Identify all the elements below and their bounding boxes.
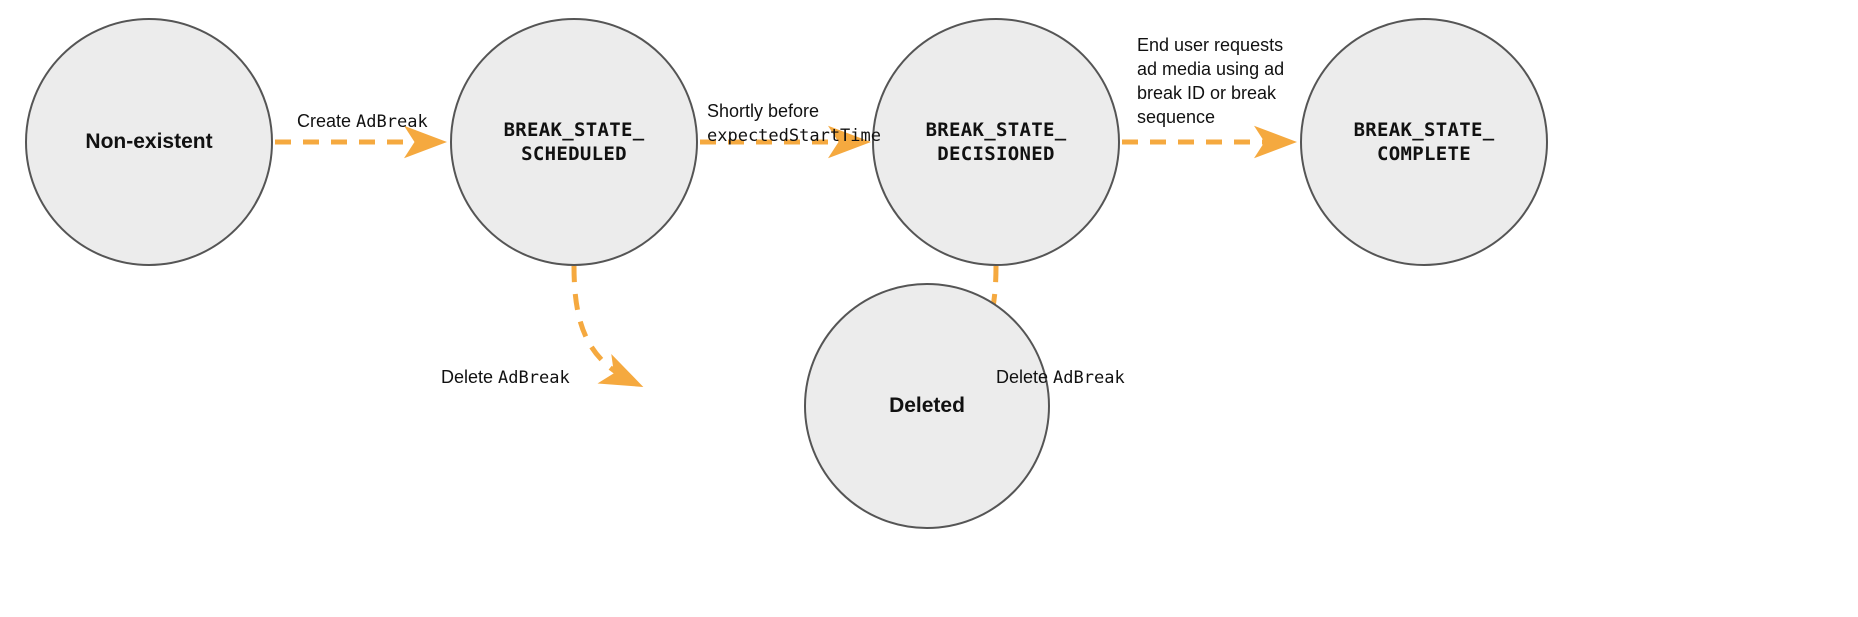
state-node-break-state-decisioned[interactable]: BREAK_STATE_ DECISIONED	[872, 18, 1120, 266]
state-label-break-state-decisioned: BREAK_STATE_ DECISIONED	[925, 118, 1067, 165]
state-node-break-state-complete[interactable]: BREAK_STATE_ COMPLETE	[1300, 18, 1548, 266]
state-node-non-existent[interactable]: Non-existent	[25, 18, 273, 266]
state-node-deleted[interactable]: Deleted	[804, 283, 1050, 529]
state-node-break-state-scheduled[interactable]: BREAK_STATE_ SCHEDULED	[450, 18, 698, 266]
state-label-break-state-complete: BREAK_STATE_ COMPLETE	[1353, 118, 1495, 165]
state-label-break-state-scheduled: BREAK_STATE_ SCHEDULED	[503, 118, 645, 165]
edge-delete-adbreak-from-scheduled	[571, 265, 644, 387]
state-label-non-existent: Non-existent	[85, 129, 213, 153]
state-label-deleted: Deleted	[889, 393, 965, 417]
